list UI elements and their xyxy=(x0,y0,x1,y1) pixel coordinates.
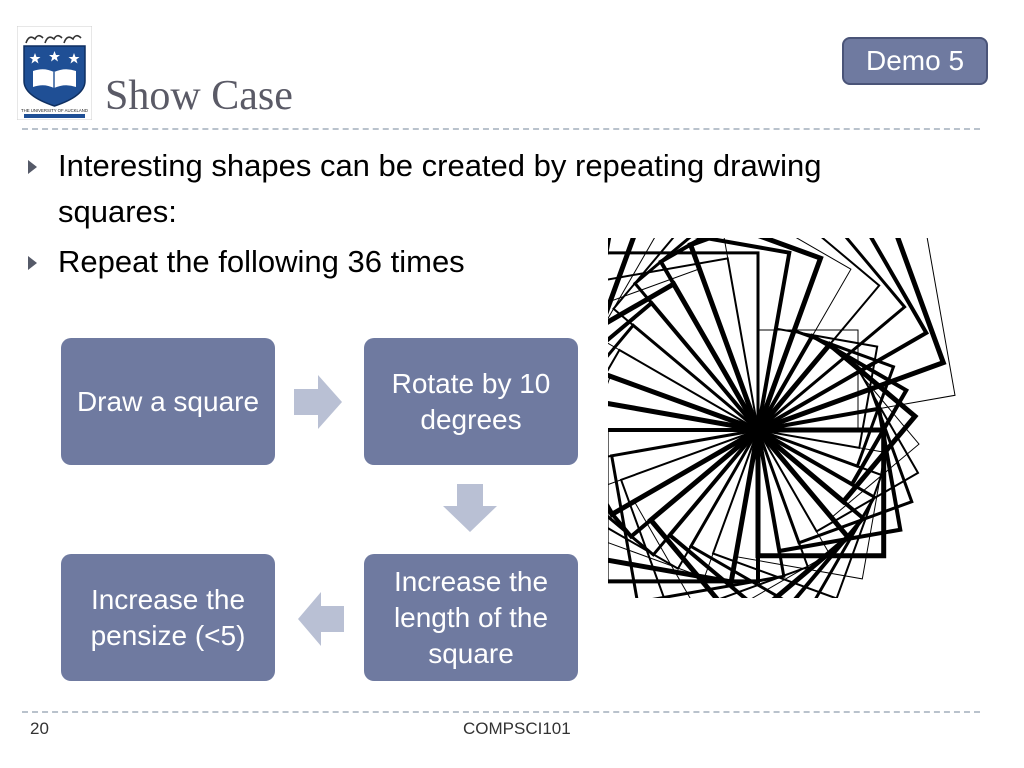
spiral-square xyxy=(608,238,852,431)
arrow-right-icon xyxy=(294,375,342,429)
spiral-square xyxy=(658,238,930,433)
flow-step-label: Increase the pensize (<5) xyxy=(90,583,246,651)
arrow-down-icon xyxy=(443,484,497,532)
bullet-text: Interesting shapes can be created by rep… xyxy=(58,148,822,229)
slide-title: Show Case xyxy=(105,73,293,119)
flow-step-label: Rotate by 10 degrees xyxy=(391,367,551,435)
course-code: COMPSCI101 xyxy=(463,719,571,738)
spiral-square xyxy=(608,238,824,434)
spiral-square xyxy=(632,238,907,433)
spiral-square xyxy=(687,238,947,434)
university-crest-icon: THE UNIVERSITY OF AUCKLAND xyxy=(17,26,92,120)
flow-step-draw-square: Draw a square xyxy=(61,338,275,465)
flow-step-label: Increase the length of the square xyxy=(393,565,549,669)
page-number: 20 xyxy=(30,719,49,738)
bullet-list: Interesting shapes can be created by rep… xyxy=(28,143,908,289)
bullet-text: Repeat the following 36 times xyxy=(58,244,465,279)
bullet-item: Repeat the following 36 times xyxy=(28,239,908,285)
demo-badge[interactable]: Demo 5 xyxy=(842,37,988,85)
spiral-square xyxy=(612,238,881,432)
spiral-square xyxy=(608,251,760,432)
flow-step-increase-pensize: Increase the pensize (<5) xyxy=(61,554,275,681)
flow-step-rotate: Rotate by 10 degrees xyxy=(364,338,578,465)
logo-caption: THE UNIVERSITY OF AUCKLAND xyxy=(21,108,88,113)
flow-step-label: Draw a square xyxy=(76,385,260,417)
title-divider xyxy=(22,128,980,130)
triangle-right-icon xyxy=(28,160,37,174)
spiral-square xyxy=(608,323,761,557)
flow-step-increase-length: Increase the length of the square xyxy=(364,554,578,681)
triangle-right-icon xyxy=(28,256,37,270)
spiral-square xyxy=(608,238,792,433)
bullet-item: Interesting shapes can be created by rep… xyxy=(28,143,908,235)
spiral-square xyxy=(723,238,956,431)
footer-divider xyxy=(22,711,980,713)
square-spiral-drawing xyxy=(608,238,956,598)
arrow-left-icon xyxy=(298,592,344,646)
